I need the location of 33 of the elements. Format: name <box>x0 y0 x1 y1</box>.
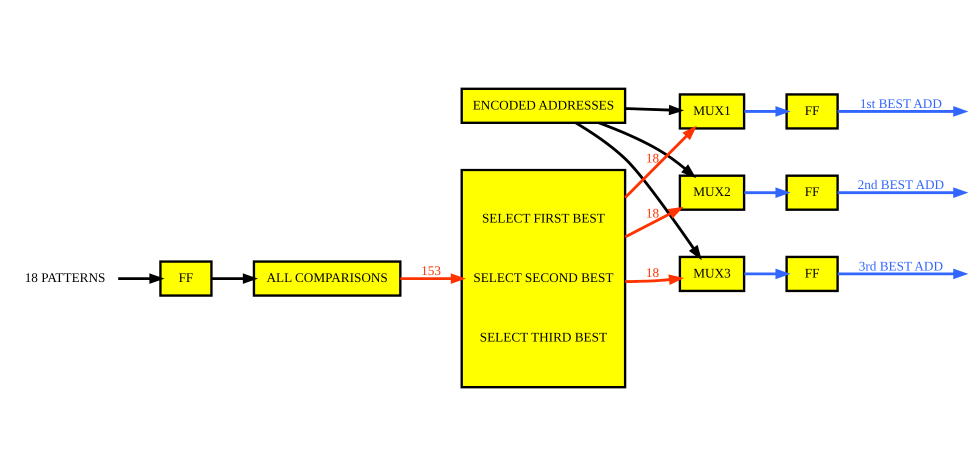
arrow <box>625 104 684 116</box>
arrow <box>400 273 466 284</box>
arrow <box>624 206 684 238</box>
edge-label: 153 <box>421 263 441 278</box>
node-box: FF <box>159 260 213 297</box>
node-box: SELECT FIRST BEST SELECT SECOND BEST SELECT THIRD BEST <box>460 168 626 388</box>
node-box: MUX1 <box>678 93 746 130</box>
node-text: 18 PATTERNS <box>24 270 106 286</box>
arrow <box>744 106 791 117</box>
node-box: MUX2 <box>678 174 746 211</box>
node-box: FF <box>785 93 839 130</box>
arrow <box>838 106 968 117</box>
arrow <box>598 122 696 178</box>
edge-label: 3rd BEST ADD <box>858 258 943 274</box>
arrow <box>744 268 791 280</box>
edge-label: 2nd BEST ADD <box>858 177 944 192</box>
node-box: MUX3 <box>678 256 746 292</box>
arrow <box>624 126 697 198</box>
node-box: ENCODED ADDRESSES <box>460 88 626 124</box>
arrow <box>574 122 702 260</box>
arrow <box>838 268 968 280</box>
arrow <box>118 273 165 284</box>
arrow <box>838 187 968 198</box>
edge-label: 18 <box>646 205 660 220</box>
edge-label: 18 <box>646 264 660 280</box>
edge-label: 18 <box>646 150 660 166</box>
node-box: ALL COMPARISONS <box>252 260 402 297</box>
arrow <box>625 274 684 285</box>
arrow <box>211 273 258 284</box>
arrow <box>744 187 791 198</box>
edge-label: 1st BEST ADD <box>860 96 942 111</box>
node-box: FF <box>785 256 839 292</box>
node-box: FF <box>785 174 839 211</box>
